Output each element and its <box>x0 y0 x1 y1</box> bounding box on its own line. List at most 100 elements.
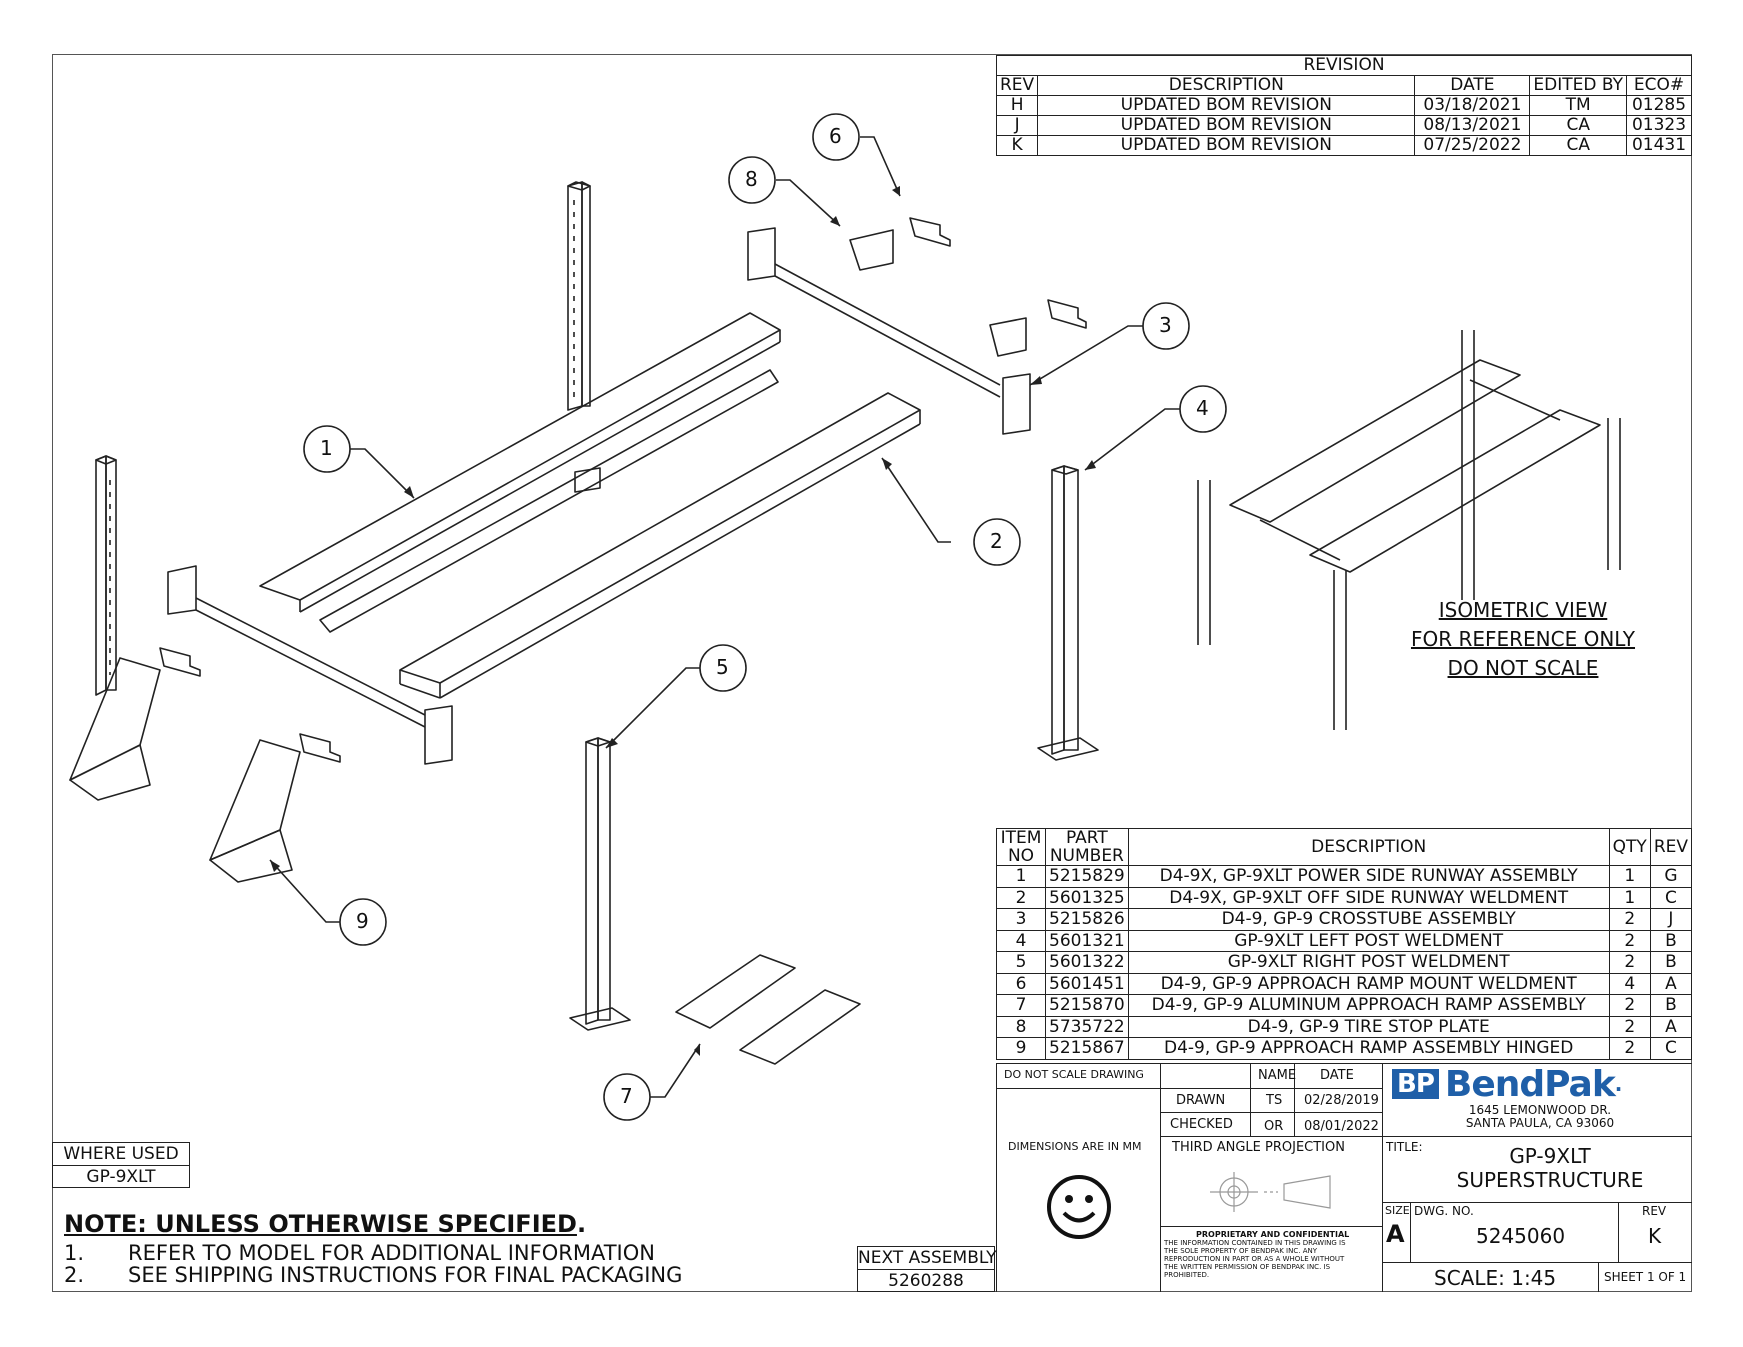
rev-col-header: REV <box>995 75 1039 96</box>
item-cell: 9 <box>996 1037 1046 1060</box>
part-cell: 5215826 <box>1045 908 1129 931</box>
balloon-5: 5 <box>716 655 729 679</box>
rev-cell: C <box>1649 886 1693 909</box>
balloon-8-circle <box>728 156 776 204</box>
balloon-3-circle <box>1142 302 1190 350</box>
revision-row: J UPDATED BOM REVISION 08/13/2021 CA 013… <box>995 115 1692 136</box>
title-label: TITLE: <box>1386 1140 1423 1154</box>
item-cell: 4 <box>996 929 1046 952</box>
description-cell: D4-9X, GP-9XLT POWER SIDE RUNWAY ASSEMBL… <box>1127 865 1610 888</box>
iso-note-line-2: FOR REFERENCE ONLY <box>1410 627 1636 651</box>
part-cell: 5601325 <box>1045 886 1129 909</box>
date-cell: 08/13/2021 <box>1414 115 1531 136</box>
title-line-1: GP-9XLT <box>1509 1144 1591 1168</box>
item-cell: 7 <box>996 994 1046 1017</box>
rev-cell: A <box>1649 972 1693 995</box>
tb-row-line-3 <box>1160 1136 1692 1138</box>
leader-1 <box>350 448 415 499</box>
item-header-line-1: ITEM <box>1000 828 1042 848</box>
bom-description-header: DESCRIPTION <box>1127 828 1610 866</box>
drawn-name: TS <box>1266 1093 1283 1108</box>
description-cell: GP-9XLT RIGHT POST WELDMENT <box>1127 951 1610 974</box>
bom-header-row: ITEM NO PART NUMBER DESCRIPTION QTY REV <box>996 828 1693 866</box>
tire-stop-plate-a <box>849 229 894 271</box>
hinged-ramp-9 <box>209 739 301 883</box>
next-assembly-value: 5260288 <box>888 1271 964 1291</box>
next-assembly-label: NEXT ASSEMBLY <box>858 1248 997 1268</box>
title-line-2: SUPERSTRUCTURE <box>1456 1168 1644 1192</box>
qty-cell: 2 <box>1608 951 1651 974</box>
qty-cell: 1 <box>1608 886 1651 909</box>
checked-date: 08/01/2022 <box>1304 1119 1379 1134</box>
dwg-no-value: 5245060 <box>1476 1224 1566 1248</box>
logo-dot: . <box>1614 1072 1623 1096</box>
revision-header-row: REV DESCRIPTION DATE EDITED BY ECO# <box>995 75 1692 96</box>
proprietary-title: PROPRIETARY AND CONFIDENTIAL <box>1196 1230 1350 1239</box>
tb-left-line <box>996 1063 998 1292</box>
bom-rev-header: REV <box>1649 828 1693 866</box>
note-number: 2. <box>64 1263 85 1287</box>
note-item: 1.REFER TO MODEL FOR ADDITIONAL INFORMAT… <box>64 1242 682 1264</box>
part-cell: 5215870 <box>1045 994 1129 1017</box>
description-cell: UPDATED BOM REVISION <box>1037 135 1416 156</box>
where-used-label: WHERE USED <box>63 1144 179 1164</box>
qty-cell: 2 <box>1608 1037 1651 1060</box>
leader-6 <box>860 136 901 197</box>
leader-9 <box>269 859 340 923</box>
leader-4 <box>1084 408 1180 471</box>
part-cell: 5601321 <box>1045 929 1129 952</box>
tb-col1-line <box>1160 1063 1162 1292</box>
date-cell: 03/18/2021 <box>1414 95 1531 116</box>
address-line-2: SANTA PAULA, CA 93060 <box>1465 1116 1615 1130</box>
rev-cell: B <box>1649 994 1693 1017</box>
rev-cell: G <box>1649 865 1693 888</box>
next-assembly-divider <box>858 1269 994 1271</box>
qty-cell: 2 <box>1608 929 1651 952</box>
tb-row-line-4 <box>1160 1226 1382 1228</box>
leader-2 <box>881 457 951 543</box>
tb-left-row-line <box>996 1088 1160 1090</box>
where-used-divider <box>53 1165 189 1167</box>
revision-table: REVISION REV DESCRIPTION DATE EDITED BY … <box>995 55 1692 156</box>
part-cell: 5601451 <box>1045 972 1129 995</box>
balloon-2: 2 <box>990 529 1003 553</box>
balloon-9-circle <box>339 898 387 946</box>
bom-table: ITEM NO PART NUMBER DESCRIPTION QTY REV … <box>996 828 1693 1060</box>
part-cell: 5215867 <box>1045 1037 1129 1060</box>
proprietary-text: THE INFORMATION CONTAINED IN THIS DRAWIN… <box>1164 1239 1346 1279</box>
edited-by-cell: CA <box>1529 135 1627 156</box>
notes-heading: NOTE: UNLESS OTHERWISE SPECIFIED. <box>64 1210 586 1238</box>
drawn-date: 02/28/2019 <box>1304 1093 1379 1108</box>
approach-ramp-a <box>675 954 796 1029</box>
balloon-2-circle <box>973 518 1021 566</box>
drawn-label: DRAWN <box>1176 1093 1226 1108</box>
runway-1 <box>259 312 781 633</box>
bendpak-logo: BP BendPak . <box>1392 1064 1623 1105</box>
part-cell: 5601322 <box>1045 951 1129 974</box>
description-cell: D4-9, GP-9 TIRE STOP PLATE <box>1127 1015 1610 1038</box>
runway-2 <box>399 392 921 699</box>
qty-cell: 2 <box>1608 994 1651 1017</box>
eco-cell: 01431 <box>1626 135 1692 156</box>
address: 1645 LEMONWOOD DR. SANTA PAULA, CA 93060 <box>1400 1104 1680 1130</box>
edited-by-col-header: EDITED BY <box>1529 75 1627 96</box>
revision-row: H UPDATED BOM REVISION 03/18/2021 TM 012… <box>995 95 1692 116</box>
post-5 <box>569 737 631 1031</box>
projection-label: THIRD ANGLE PROJECTION <box>1172 1140 1345 1155</box>
item-cell: 3 <box>996 908 1046 931</box>
item-cell: 5 <box>996 951 1046 974</box>
proprietary-line: PROHIBITED. <box>1164 1271 1210 1279</box>
description-cell: UPDATED BOM REVISION <box>1037 115 1416 136</box>
checked-label: CHECKED <box>1170 1117 1233 1132</box>
hinged-ramp-left <box>69 657 161 801</box>
balloon-7: 7 <box>620 1084 633 1108</box>
tb-top-line <box>996 1063 1692 1065</box>
post-4 <box>1037 465 1099 761</box>
description-cell: UPDATED BOM REVISION <box>1037 95 1416 116</box>
